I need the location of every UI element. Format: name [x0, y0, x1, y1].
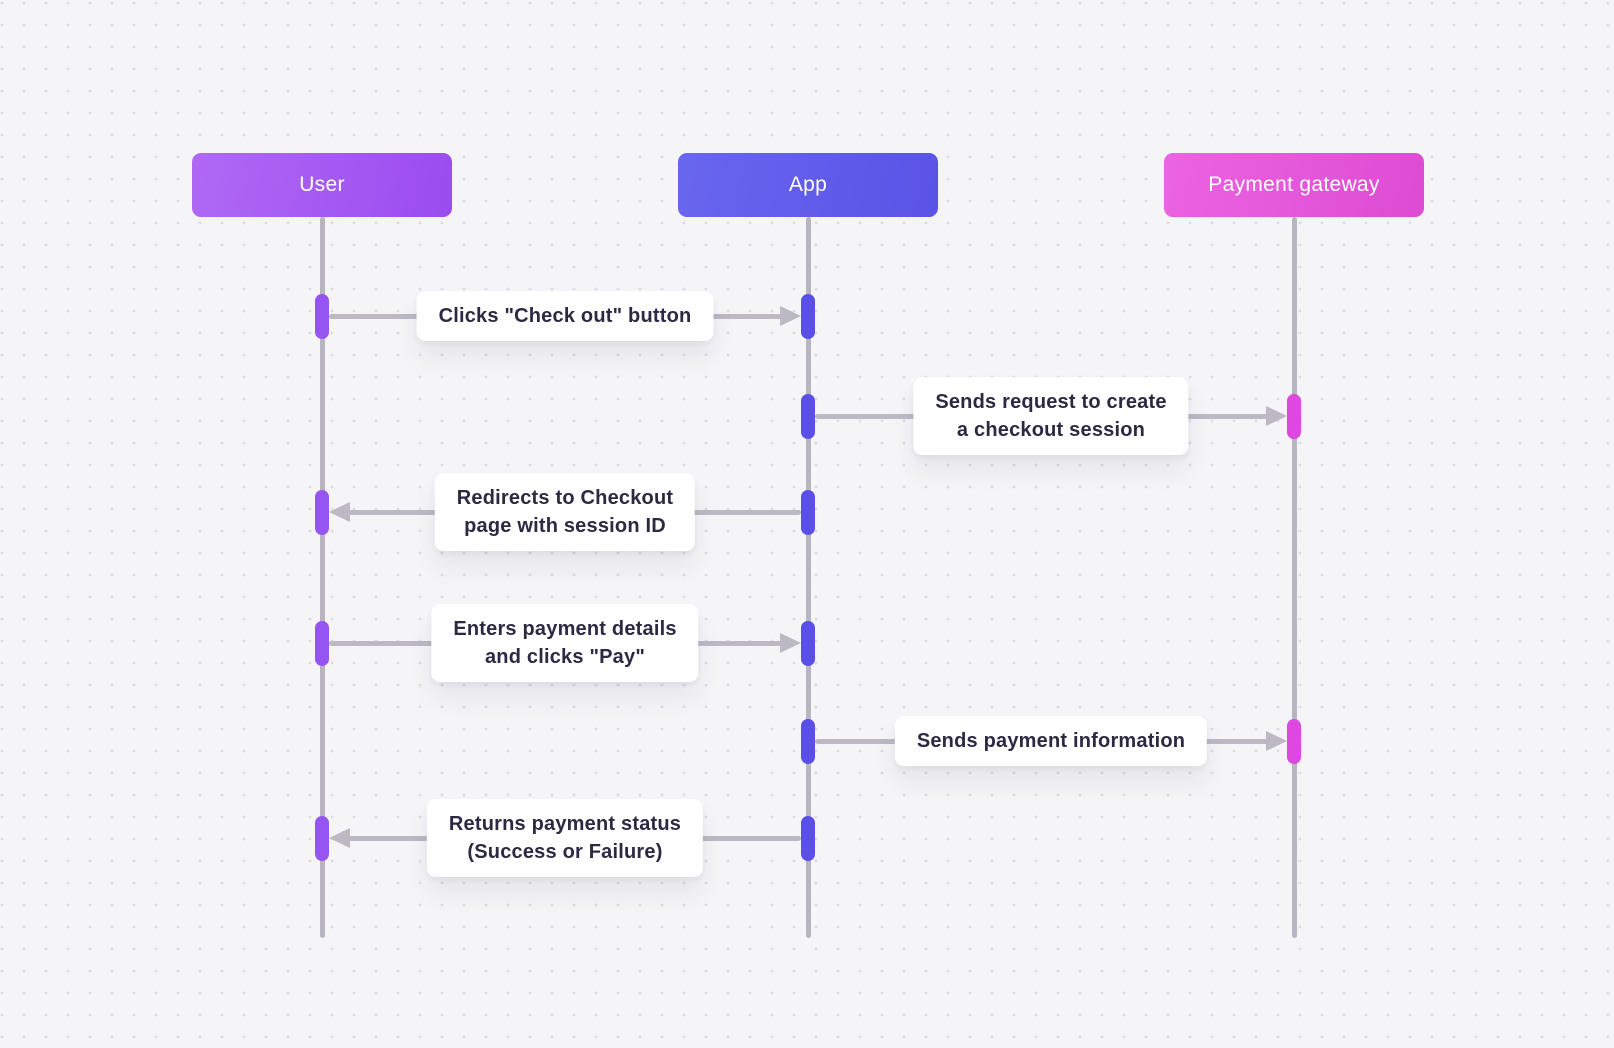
- message-label-line: and clicks "Pay": [484, 646, 646, 668]
- message-arrowhead: [329, 828, 350, 848]
- activation-bar-app: [801, 489, 815, 535]
- message-label: Redirects to Checkout page with session I…: [434, 473, 696, 551]
- actor-box-gateway: Payment gateway: [1164, 153, 1424, 217]
- message-label: Returns payment status (Success or Failur…: [426, 799, 704, 877]
- activation-bar-user: [315, 620, 329, 666]
- lifeline-app: [805, 217, 811, 938]
- message-arrowhead: [1266, 406, 1287, 426]
- activation-bar-app: [801, 718, 815, 764]
- activation-bar-user: [315, 489, 329, 535]
- message-arrowhead: [329, 502, 350, 522]
- message-label-line: Returns payment status: [448, 813, 682, 835]
- message-label-line: Clicks "Check out" button: [438, 305, 692, 327]
- message-label: Clicks "Check out" button: [416, 291, 714, 341]
- activation-bar-user: [315, 815, 329, 861]
- actor-box-app: App: [678, 153, 938, 217]
- message-label-line: (Success or Failure): [467, 841, 663, 863]
- message-label-line: Redirects to Checkout: [456, 487, 674, 509]
- message-label-line: Sends payment information: [916, 730, 1186, 752]
- activation-bar-app: [801, 293, 815, 339]
- lifeline-user: [319, 217, 325, 938]
- activation-bar-gateway: [1287, 718, 1301, 764]
- activation-bar-app: [801, 620, 815, 666]
- message-arrowhead: [780, 306, 801, 326]
- lifeline-gateway: [1291, 217, 1297, 938]
- message-label: Sends payment information: [894, 716, 1208, 766]
- activation-bar-app: [801, 815, 815, 861]
- message-arrowhead: [1266, 731, 1287, 751]
- message-arrowhead: [780, 633, 801, 653]
- actor-label-gateway: Payment gateway: [1208, 173, 1380, 196]
- actor-label-app: App: [788, 173, 828, 196]
- activation-bar-app: [801, 393, 815, 439]
- message-label-line: Enters payment details: [453, 618, 677, 640]
- message-label-line: Sends request to create: [935, 391, 1167, 413]
- message-label-line: a checkout session: [956, 419, 1146, 441]
- actor-label-user: User: [299, 173, 345, 196]
- actor-box-user: User: [192, 153, 452, 217]
- message-label: Enters payment details and clicks "Pay": [431, 604, 699, 682]
- activation-bar-user: [315, 293, 329, 339]
- message-label-line: page with session ID: [464, 515, 666, 537]
- activation-bar-gateway: [1287, 393, 1301, 439]
- message-label: Sends request to create a checkout sessio…: [913, 377, 1189, 455]
